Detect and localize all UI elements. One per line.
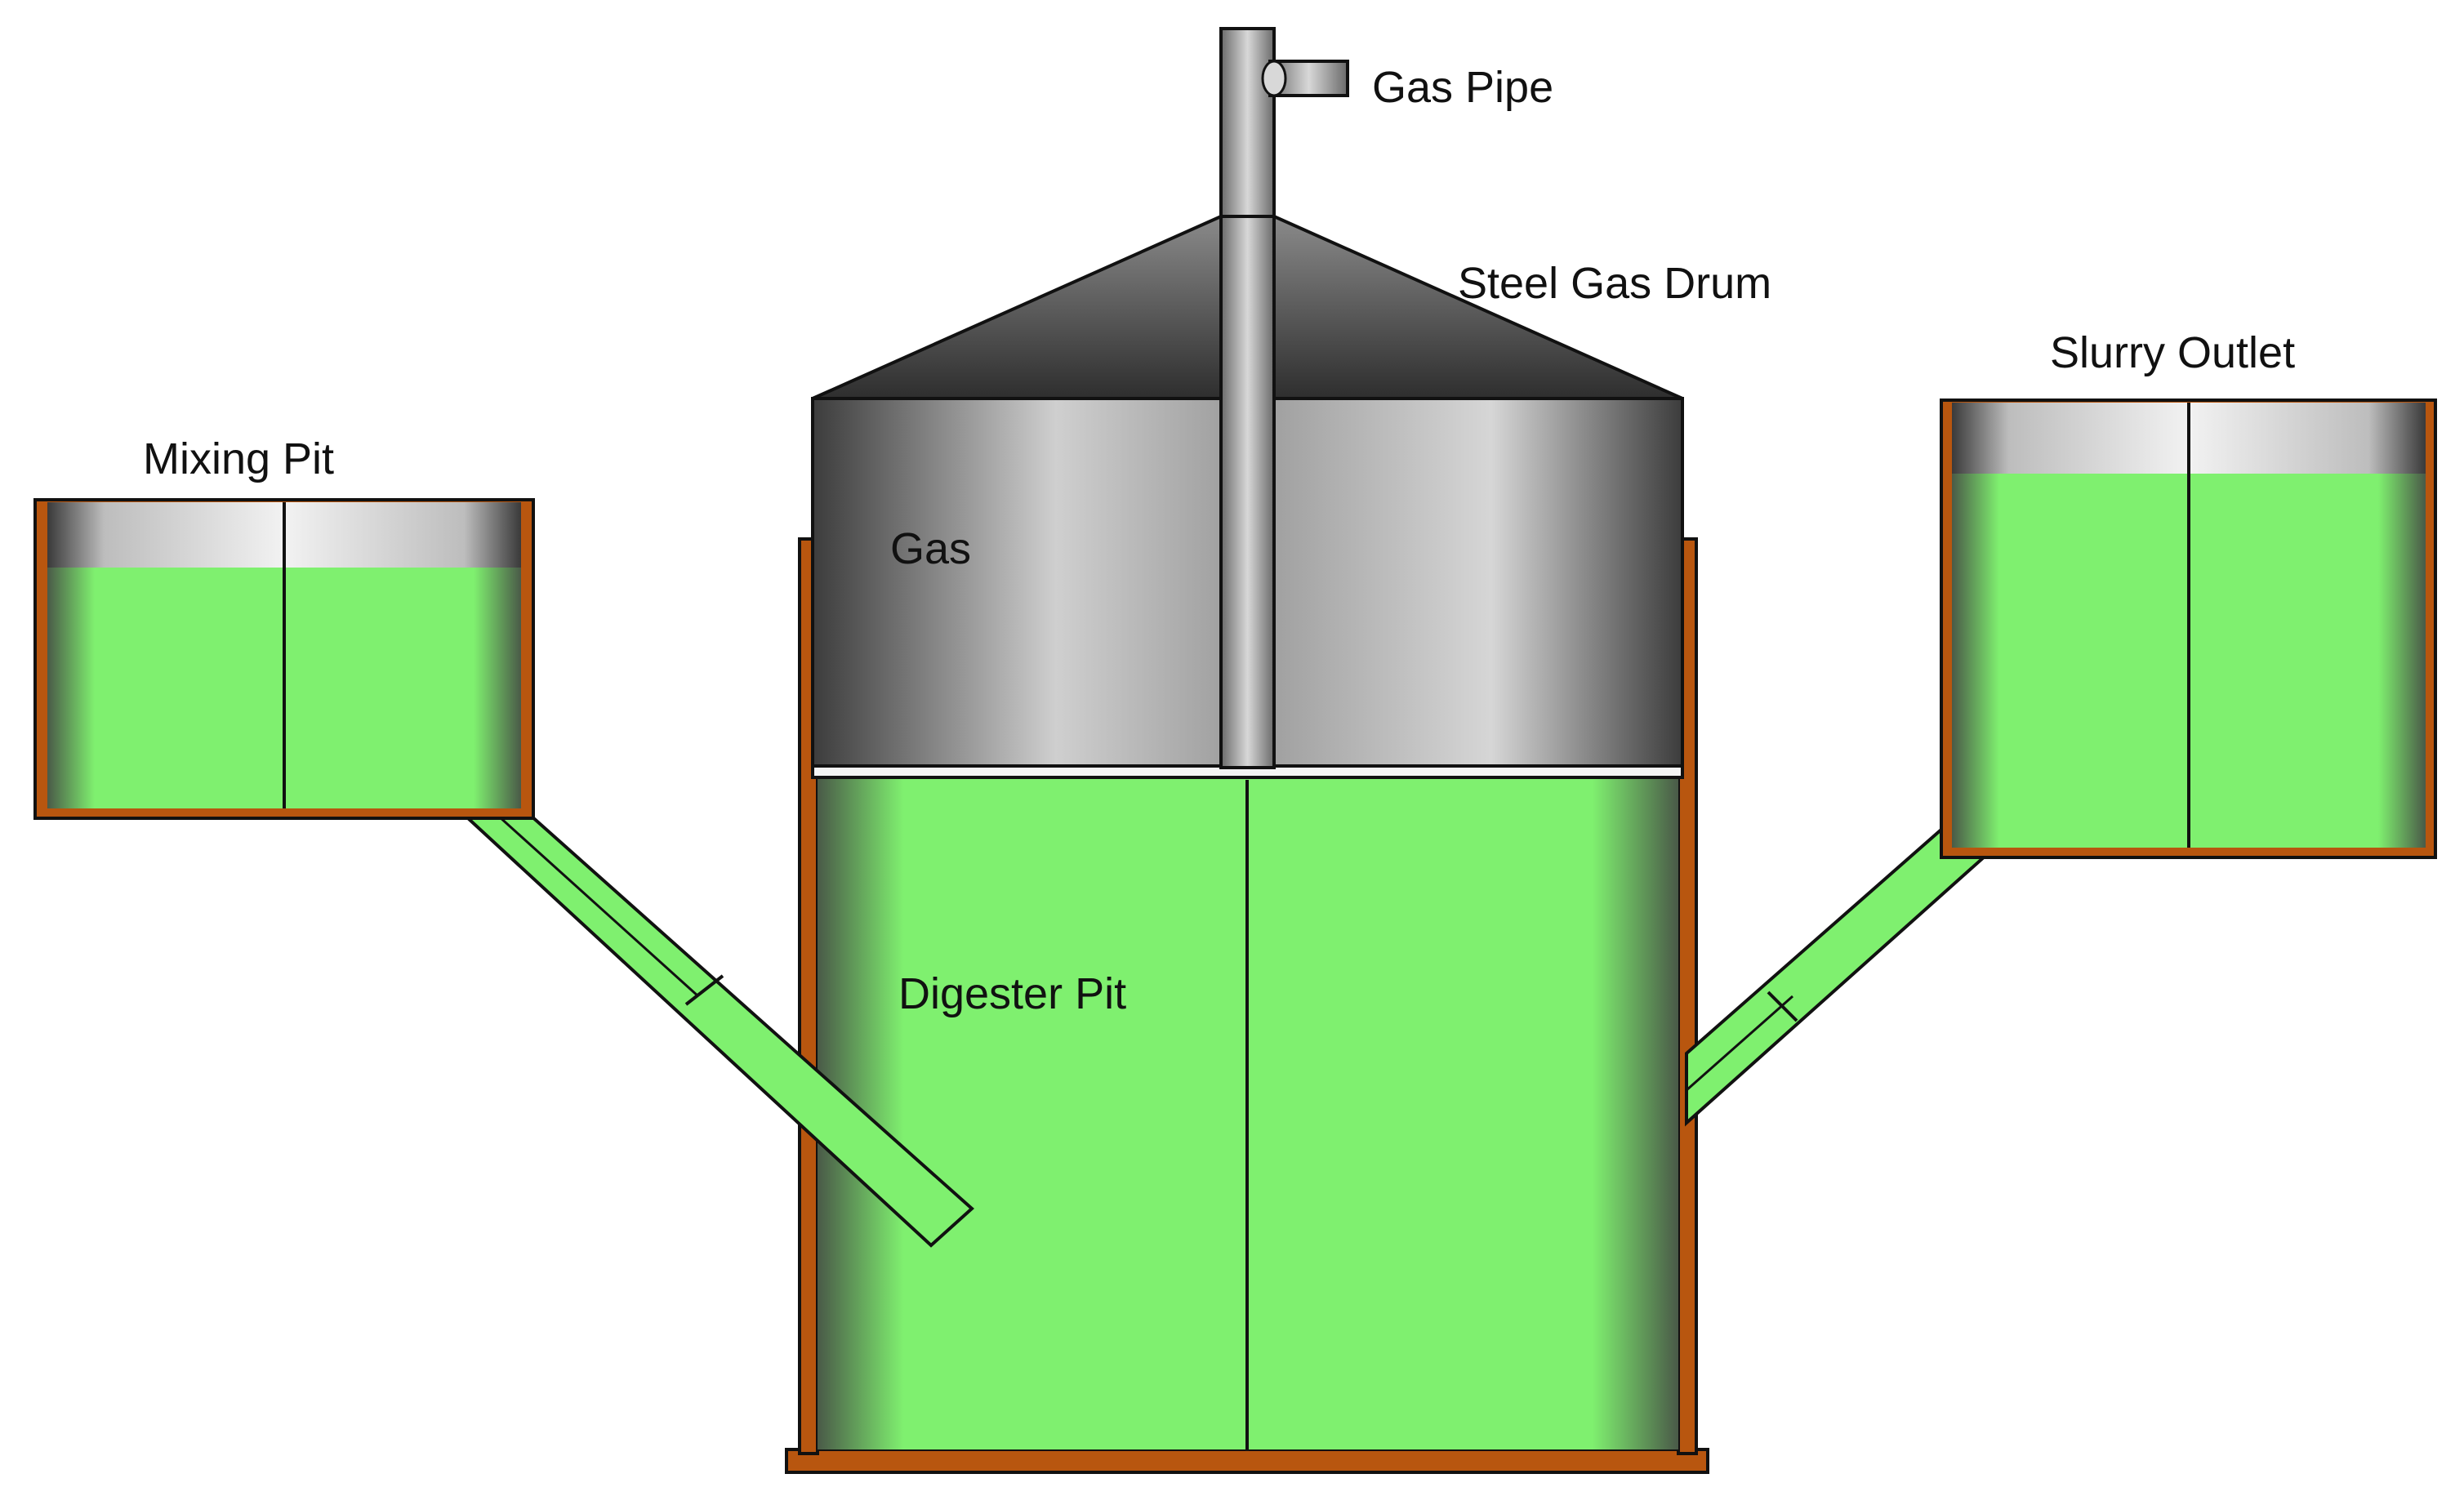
- digester-base: [785, 1448, 1709, 1474]
- gas-pipe-elbow: [1261, 60, 1287, 97]
- outlet-pipe: [1685, 814, 1996, 1127]
- label-digester-pit: Digester Pit: [898, 969, 1126, 1018]
- inlet-pipe-inner-line: [488, 807, 700, 998]
- label-gas-pipe: Gas Pipe: [1372, 63, 1553, 112]
- gas-pipe: [1219, 27, 1349, 769]
- gas-pipe-vertical: [1219, 27, 1276, 769]
- label-slurry-outlet: Slurry Outlet: [2050, 328, 2295, 377]
- label-steel-gas-drum: Steel Gas Drum: [1458, 259, 1771, 308]
- outlet-pipe-inner-line: [1686, 995, 1793, 1092]
- mixing-pit: [33, 498, 535, 820]
- inlet-pipe-joint: [684, 974, 724, 1006]
- slurry-outlet: [1940, 399, 2437, 859]
- label-gas: Gas: [890, 524, 971, 573]
- outlet-pipe-joint: [1767, 991, 1798, 1022]
- label-mixing-pit: Mixing Pit: [143, 434, 334, 483]
- outlet-pipe-body: [1685, 814, 1996, 1127]
